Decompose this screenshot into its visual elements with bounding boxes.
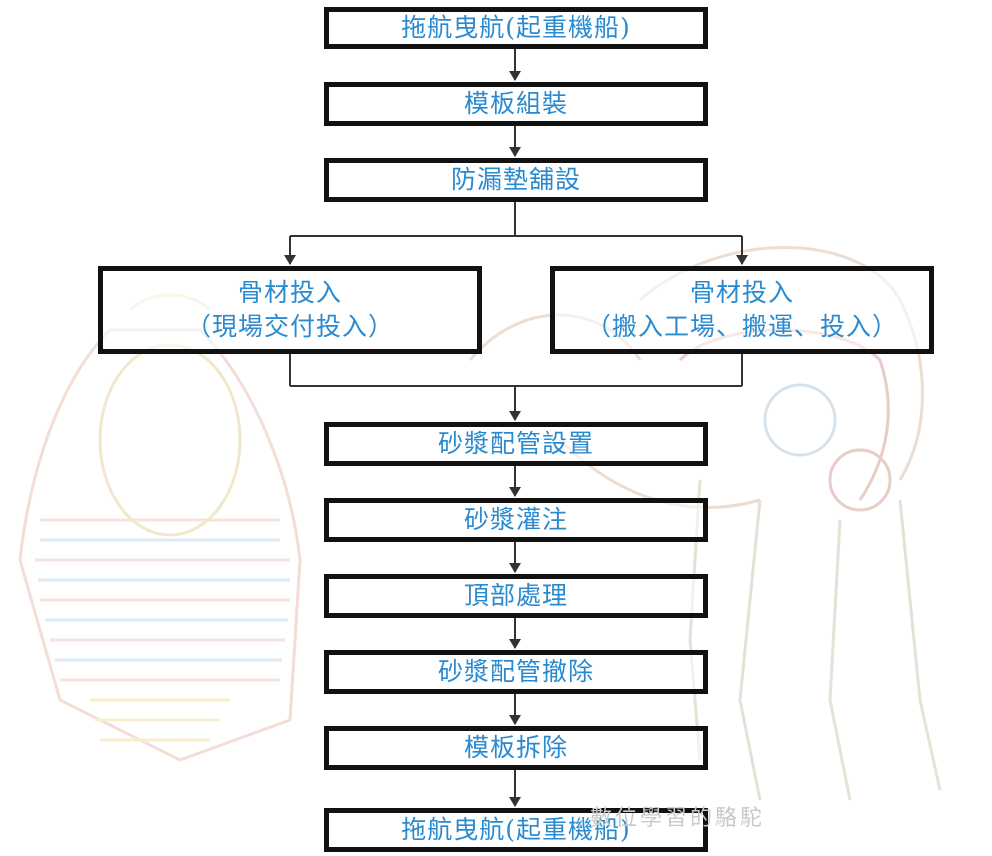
step-sublabel: （搬入工場、搬運、投入） bbox=[585, 312, 898, 341]
step-grout-piping-removal: 砂漿配管撤除 bbox=[324, 650, 708, 694]
step-formwork-removal: 模板拆除 bbox=[324, 726, 708, 770]
step-formwork-assembly: 模板組裝 bbox=[324, 82, 708, 126]
step-aggregate-factory: 骨材投入 （搬入工場、搬運、投入） bbox=[550, 266, 934, 354]
step-label: 砂漿配管撤除 bbox=[437, 657, 594, 687]
watermark-text: 數位學習的駱駝 bbox=[590, 806, 766, 831]
step-label: 防漏墊舖設 bbox=[450, 165, 581, 195]
step-label: 骨材投入 bbox=[237, 278, 342, 308]
step-label: 砂漿灌注 bbox=[463, 505, 568, 535]
step-leakproof-mat: 防漏墊舖設 bbox=[324, 158, 708, 202]
step-label: 拖航曳航(起重機船) bbox=[401, 815, 631, 845]
step-label: 頂部處理 bbox=[463, 581, 568, 611]
step-label: 砂漿配管設置 bbox=[437, 429, 594, 459]
step-grout-injection: 砂漿灌注 bbox=[324, 498, 708, 542]
step-towing-end: 拖航曳航(起重機船) bbox=[324, 808, 708, 852]
step-label: 模板組裝 bbox=[463, 89, 568, 119]
step-aggregate-onsite: 骨材投入 （搬入工場、搬運、投入） （現場交付投入） bbox=[98, 266, 482, 354]
step-top-treatment: 頂部處理 bbox=[324, 574, 708, 618]
step-label: 模板拆除 bbox=[463, 733, 568, 763]
step-towing-start: 拖航曳航(起重機船) bbox=[324, 7, 708, 49]
step-label: 骨材投入 bbox=[689, 278, 794, 308]
step-label: 拖航曳航(起重機船) bbox=[401, 13, 631, 43]
step-grout-piping-setup: 砂漿配管設置 bbox=[324, 422, 708, 466]
step-sublabel: （現場交付投入） bbox=[185, 312, 394, 341]
